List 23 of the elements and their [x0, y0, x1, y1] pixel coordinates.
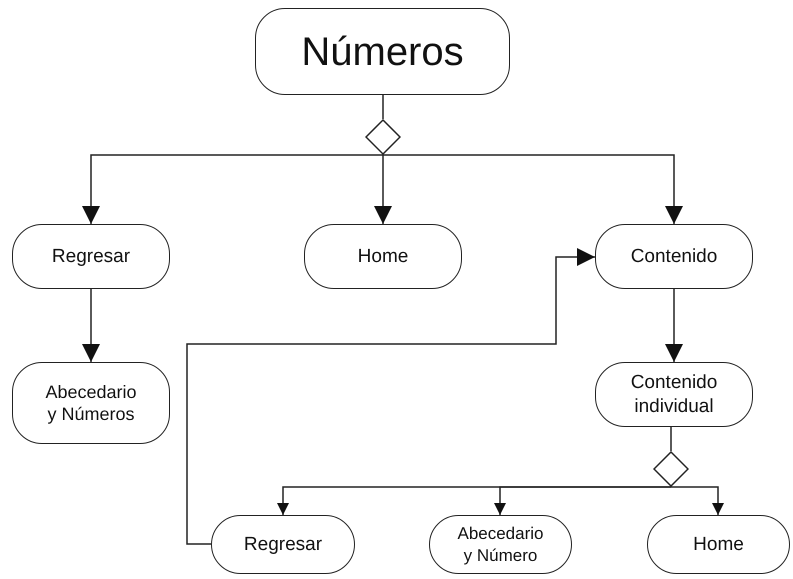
node-label: Regresar [52, 244, 130, 268]
rounded-box [255, 8, 510, 95]
rounded-box [12, 224, 170, 289]
node-label: Home [693, 532, 744, 556]
connector-arrow [374, 155, 392, 224]
rounded-box [12, 362, 170, 444]
node-label: Abecedario y Números [44, 380, 138, 426]
rounded-box [595, 362, 753, 427]
rounded-box [595, 224, 753, 289]
rounded-box [304, 224, 462, 289]
node-label: Contenido individual [630, 370, 718, 418]
node-label: Regresar [244, 532, 322, 556]
node-label: Números [301, 28, 464, 76]
connector-arrow [82, 289, 100, 362]
connector-arrow [82, 154, 383, 224]
node-label: Abecedario y Número [456, 523, 544, 566]
connector-arrow [383, 154, 683, 224]
node-label: Home [358, 244, 408, 268]
connector-arrow [665, 289, 683, 362]
node-label: Contenido [630, 244, 718, 268]
connector-arrow [494, 486, 671, 515]
connector-arrow [671, 486, 724, 515]
connector-arrow [186, 248, 595, 545]
